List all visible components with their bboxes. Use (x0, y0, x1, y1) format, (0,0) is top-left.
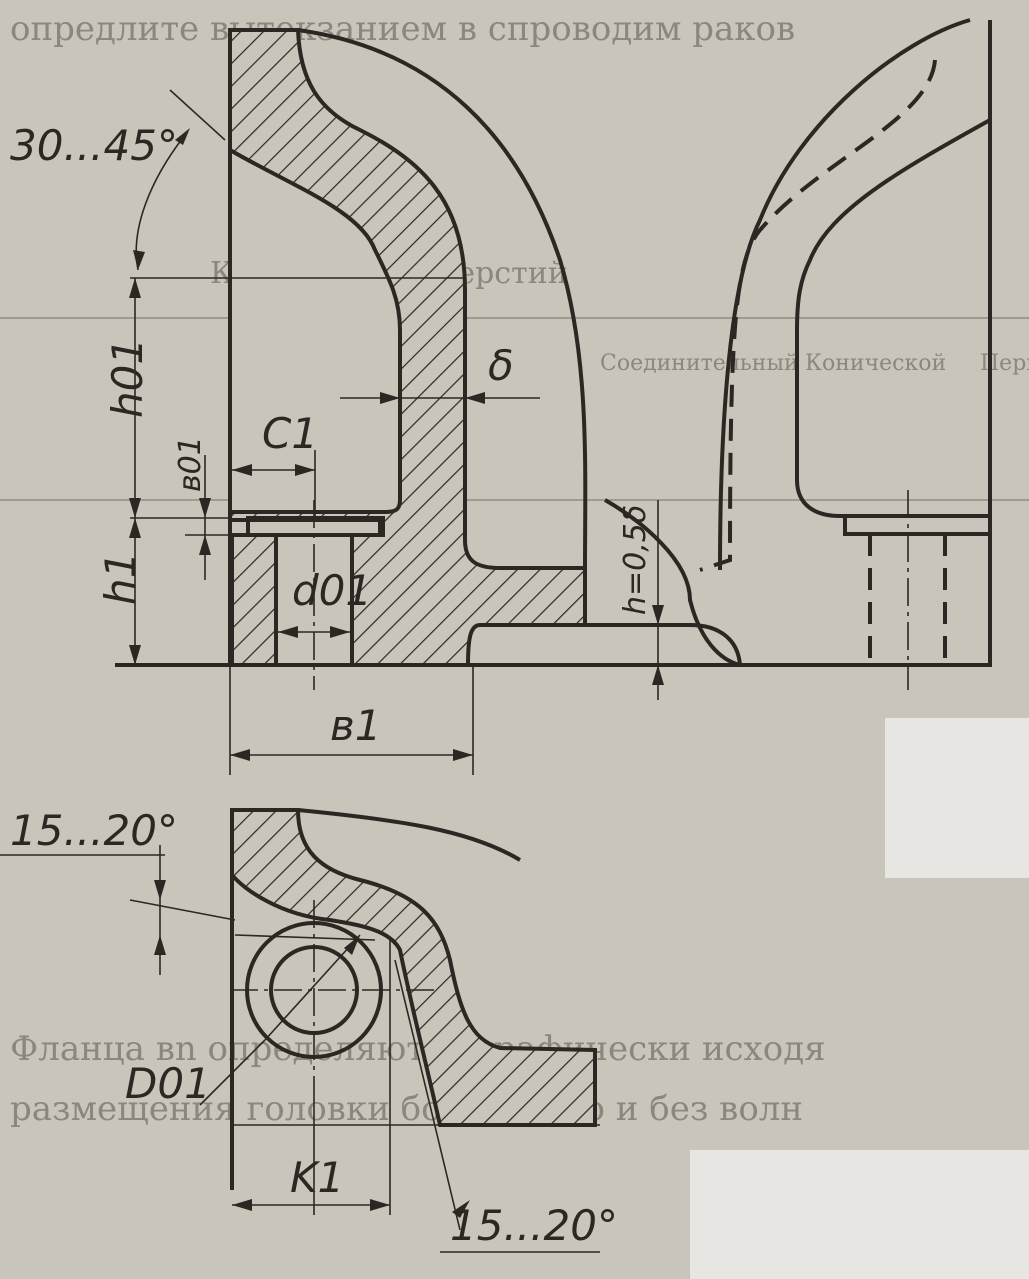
break-curve (297, 28, 588, 569)
label-angle-30-45: 30...45° (10, 121, 178, 170)
light-patch (690, 1150, 1029, 1279)
label-h-half-delta: h=0,5δ (618, 505, 653, 615)
label-b1: в1 (330, 701, 381, 750)
inner-contour (228, 148, 402, 514)
label-delta: δ (488, 341, 514, 390)
top-section-view (115, 18, 992, 775)
plan-outer-curve (297, 808, 522, 862)
bg-text-line: Конической (805, 351, 946, 376)
label-K1: K1 (290, 1153, 344, 1202)
label-D01: D01 (125, 1059, 211, 1108)
bg-text-line: размещения головки болта и его и без вол… (10, 1089, 803, 1129)
label-b01: в01 (173, 436, 208, 492)
label-h1: h1 (96, 552, 145, 605)
bg-text-line: Соединительный (600, 351, 799, 376)
light-patch (885, 718, 1029, 878)
label-angle-15-20-bottom: 15...20° (450, 1201, 618, 1250)
label-h01: h01 (103, 338, 152, 418)
label-angle-15-20-left: 15...20° (10, 806, 178, 855)
dimension-labels: 30...45° h01 h1 C1 в01 δ d01 h=0,5δ в1 1… (10, 121, 653, 1250)
hatched-flange-left (230, 533, 278, 667)
label-c1: C1 (262, 409, 318, 458)
bg-text-line: опредлите вытекзанием в спроводим раков (10, 9, 795, 49)
label-d01: d01 (292, 566, 372, 615)
hatched-plan-section (230, 808, 597, 1127)
bg-text-line: Перв (980, 351, 1029, 376)
bottom-plan-view (0, 808, 600, 1253)
